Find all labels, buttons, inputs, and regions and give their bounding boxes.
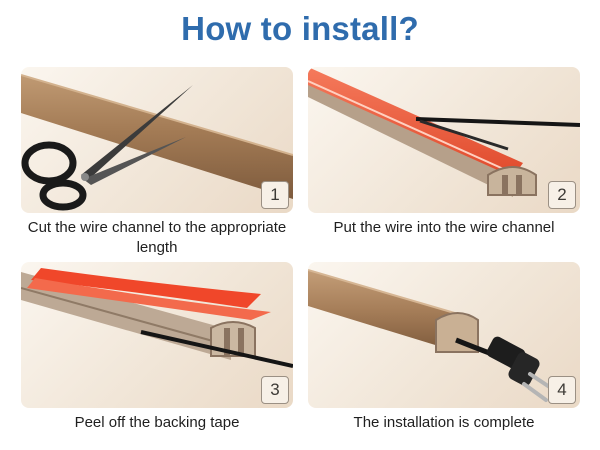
step-number-1: 1 bbox=[261, 181, 289, 209]
cutting-channel-illustration bbox=[21, 74, 293, 211]
step-1-caption: Cut the wire channel to the appropriate … bbox=[27, 219, 287, 256]
step-number-2: 2 bbox=[548, 181, 576, 209]
wire-channel bbox=[308, 270, 458, 352]
wire bbox=[415, 117, 580, 127]
scissors-handle-icon bbox=[21, 141, 77, 185]
step-4-caption: The installation is complete bbox=[353, 414, 535, 431]
step-1-panel: 1 bbox=[21, 67, 293, 213]
inserting-wire-illustration bbox=[308, 67, 580, 197]
channel-end-profile bbox=[487, 166, 537, 196]
peeled-tape-strip bbox=[31, 268, 261, 308]
backing-tape bbox=[308, 67, 523, 177]
completed-installation-illustration bbox=[308, 269, 556, 402]
wire bbox=[140, 330, 293, 368]
step-2-caption: Put the wire into the wire channel bbox=[333, 219, 555, 236]
step-3-panel: 3 bbox=[21, 262, 293, 408]
wire-channel bbox=[21, 75, 293, 199]
step-number-4: 4 bbox=[548, 376, 576, 404]
page-title: How to install? bbox=[181, 10, 419, 47]
step-4-panel: 4 bbox=[308, 262, 580, 408]
peeling-tape-illustration bbox=[21, 268, 293, 368]
step-3-caption: Peel off the backing tape bbox=[74, 414, 240, 431]
scissors-blade-icon bbox=[81, 85, 193, 181]
step-number-3: 3 bbox=[261, 376, 289, 404]
step-2-panel: 2 bbox=[308, 67, 580, 213]
